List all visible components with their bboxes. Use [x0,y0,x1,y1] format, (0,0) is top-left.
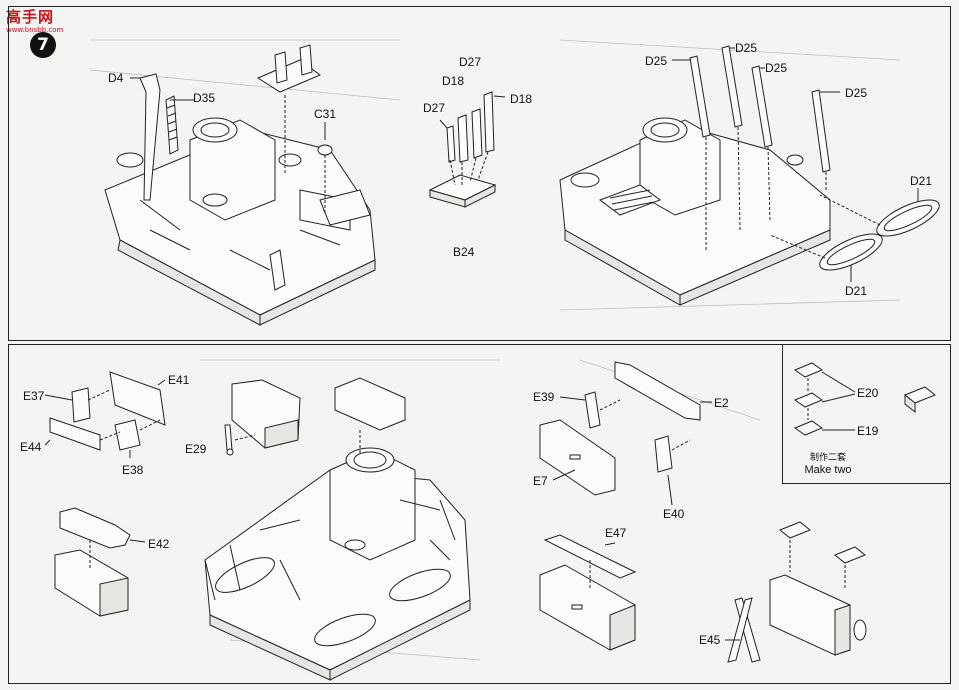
label-e39: E39 [533,390,555,404]
label-e44: E44 [20,440,42,454]
inset-note-english: Make two [804,464,852,476]
label-d35: D35 [193,91,216,105]
label-b24: B24 [453,245,475,259]
label-e19: E19 [857,424,879,438]
deck-assembly-top-right [559,45,940,306]
label-d25-a: D25 [645,54,668,68]
label-e7: E7 [533,474,548,488]
label-d18-right: D18 [510,92,533,106]
label-d25-b: D25 [735,41,758,55]
label-e20: E20 [857,386,879,400]
label-e2: E2 [714,396,729,410]
label-e37: E37 [23,389,45,403]
e42-subassembly [54,507,146,617]
b24-subassembly [428,91,506,208]
bottom-panel [8,344,951,684]
deck-assembly-top-left [104,44,376,326]
label-d27-top: D27 [459,55,482,69]
e29-subassembly [224,379,301,456]
watermark-logo: 高手网 www.bnsbb.com [2,2,74,42]
label-d4: D4 [108,71,124,85]
label-c31: C31 [314,107,337,121]
label-d21-bottom: D21 [845,284,868,298]
deck-assembly-bottom-center [204,377,471,681]
label-e47: E47 [605,526,627,540]
e47-subassembly [539,534,637,651]
watermark-url: www.bnsbb.com [6,26,64,34]
label-e38: E38 [122,463,144,477]
e45-subassembly [725,521,867,663]
label-e42: E42 [148,537,170,551]
step-number-badge: 7 [30,32,56,58]
label-e41: E41 [168,373,190,387]
watermark-title: 高手网 [6,8,55,26]
top-panel [8,6,951,341]
label-e40: E40 [663,507,685,521]
label-d25-d: D25 [845,86,868,100]
label-e45: E45 [699,633,721,647]
make-two-inset [782,344,951,484]
label-d18-left: D18 [442,74,465,88]
label-d27-left: D27 [423,101,446,115]
frame-subassembly-e41 [44,371,166,458]
label-d21-top: D21 [910,174,933,188]
inset-e20-e19 [793,362,936,436]
label-e29: E29 [185,442,207,456]
label-d25-c: D25 [765,61,788,75]
bulkhead-subassembly-e2 [539,361,712,506]
inset-note-chinese: 制作二套 [809,453,846,463]
